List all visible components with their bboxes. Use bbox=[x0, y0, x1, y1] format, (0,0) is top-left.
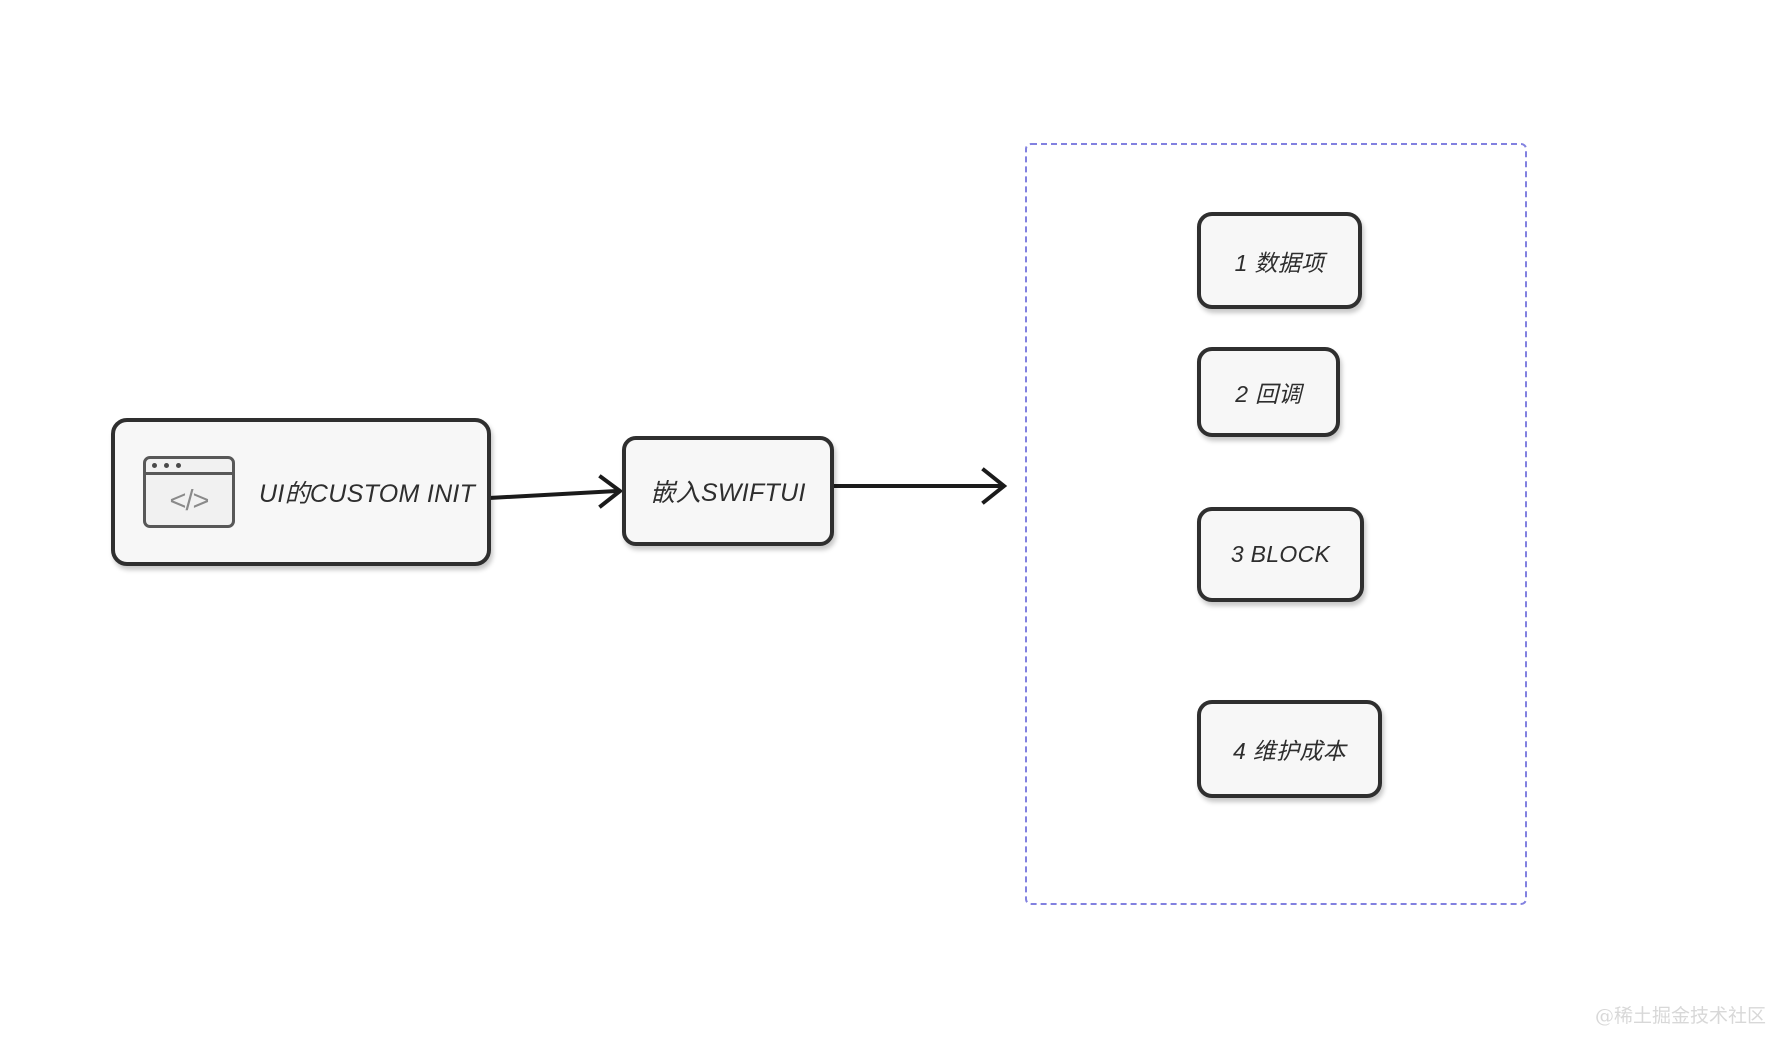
node-embed-swiftui[interactable]: 嵌入SWIFTUI bbox=[622, 436, 834, 546]
code-window-icon: </> bbox=[143, 456, 235, 528]
code-window-titlebar bbox=[143, 456, 235, 475]
edge-swiftui-to-group-arrowhead bbox=[981, 467, 1008, 505]
concern-box-block-label: 3 BLOCK bbox=[1230, 541, 1331, 567]
node-custom-init-label: UI的CUSTOM INIT bbox=[259, 480, 476, 508]
concern-box-maintenance-cost[interactable]: 4 维护成本 bbox=[1197, 700, 1382, 798]
code-window-frame bbox=[143, 456, 235, 528]
watermark: @稀土掘金技术社区 bbox=[1594, 1005, 1766, 1027]
code-window-dot-1 bbox=[152, 463, 157, 468]
node-embed-swiftui-label: 嵌入SWIFTUI bbox=[650, 479, 806, 507]
concerns-group-container bbox=[1025, 143, 1527, 905]
concern-box-block[interactable]: 3 BLOCK bbox=[1197, 507, 1364, 602]
concern-box-callback[interactable]: 2 回调 bbox=[1197, 347, 1340, 437]
concern-box-data-item[interactable]: 1 数据项 bbox=[1197, 212, 1362, 309]
edge-init-to-swiftui-arrowhead bbox=[598, 474, 624, 509]
code-window-dot-2 bbox=[164, 463, 169, 468]
code-window-glyph: </> bbox=[169, 485, 210, 517]
edge-init-to-swiftui-line bbox=[486, 488, 620, 501]
concern-box-maintenance-cost-label: 4 维护成本 bbox=[1233, 738, 1346, 764]
node-custom-init[interactable]: </> UI的CUSTOM INIT bbox=[111, 418, 491, 566]
code-window-dot-3 bbox=[176, 463, 181, 468]
concern-box-callback-label: 2 回调 bbox=[1235, 381, 1302, 407]
concern-box-data-item-label: 1 数据项 bbox=[1234, 249, 1325, 276]
